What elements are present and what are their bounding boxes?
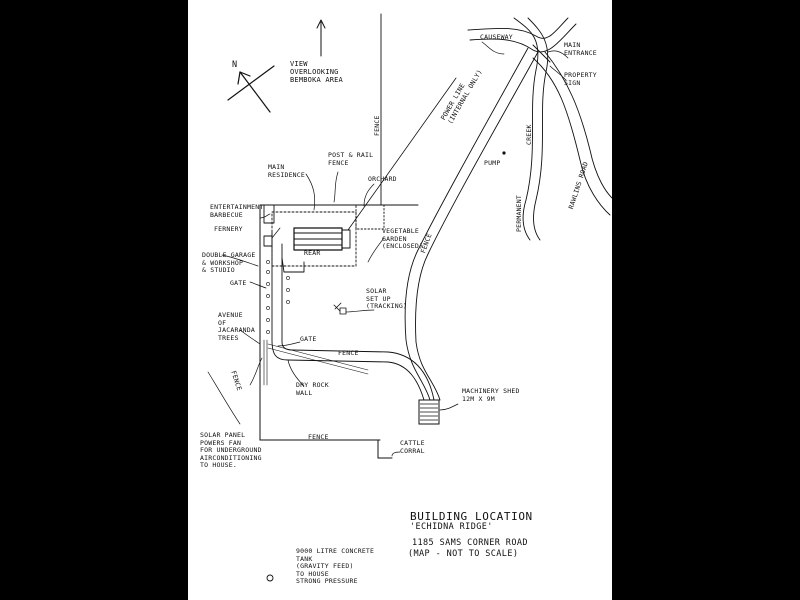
permanent-label: PERMANENT (515, 194, 523, 232)
dry-rock-wall (263, 339, 369, 386)
dry-rock-wall-label: DRY ROCK WALL (296, 381, 329, 397)
post-rail-fence-label: POST & RAIL FENCE (328, 151, 374, 167)
map-sheet: N VIEW OVERLOOKING BEMBOKA AREA FENCE CA… (188, 0, 612, 600)
view-arrow-icon (316, 19, 326, 57)
driveway (271, 47, 539, 401)
fence-middle-label: FENCE (338, 349, 359, 357)
solar-label: SOLAR SET UP (TRACKING) (366, 287, 408, 310)
main-residence-label: MAIN RESIDENCE (268, 163, 306, 179)
machinery-shed (418, 399, 440, 425)
creek (513, 17, 549, 241)
orchard-label: ORCHARD (368, 175, 397, 183)
property-sign-label: PROPERTY SIGN (564, 71, 597, 87)
gate-lower-label: GATE (300, 335, 317, 343)
creek-label: CREEK (525, 124, 533, 145)
title-heading: BUILDING LOCATION (410, 510, 533, 523)
jacaranda-avenue (266, 260, 290, 334)
leader-lines (207, 41, 569, 457)
concrete-tank-icon (266, 574, 274, 582)
site-sketch (207, 13, 612, 582)
tank-note: 9000 LITRE CONCRETE TANK (GRAVITY FEED) … (296, 547, 375, 585)
pump-marker (502, 151, 506, 155)
fence-bottom-label: FENCE (308, 433, 329, 441)
view-label: VIEW OVERLOOKING BEMBOKA AREA (290, 60, 343, 84)
main-residence-footprint (263, 204, 357, 267)
cattle-corral-label: CATTLE CORRAL (400, 439, 425, 455)
fence-top-label: FENCE (373, 115, 381, 136)
north-arrow-icon (227, 65, 275, 113)
rear-label: REAR (304, 249, 321, 257)
property-boundary (259, 204, 419, 459)
gate-upper-label: GATE (230, 279, 247, 287)
main-entrance-road (467, 17, 577, 63)
main-entrance-label: MAIN ENTRANCE (564, 41, 597, 57)
machinery-shed-label: MACHINERY SHED 12M X 9M (462, 387, 520, 403)
avenue-label: AVENUE OF JACARANDA TREES (218, 311, 256, 342)
north-label: N (232, 60, 238, 70)
title-note: (MAP - NOT TO SCALE) (408, 549, 519, 559)
solar-panel-label: SOLAR PANEL POWERS FAN FOR UNDERGROUND A… (200, 431, 262, 469)
double-garage-label: DOUBLE GARAGE & WORKSHOP & STUDIO (202, 251, 256, 274)
causeway-label: CAUSEWAY (480, 33, 513, 41)
vegetable-garden-label: VEGETABLE GARDEN (ENCLOSED) (382, 227, 424, 250)
entertainment-label: ENTERTAINMENT BARBECUE (210, 203, 264, 219)
fernery-label: FERNERY (214, 225, 243, 233)
title-address: 1185 SAMS CORNER ROAD (412, 538, 528, 548)
title-name: 'ECHIDNA RIDGE' (410, 522, 493, 532)
orchard-area (355, 204, 385, 230)
pump-label: PUMP (484, 159, 501, 167)
rawlins-road (532, 51, 612, 216)
solar-tracker-icon (333, 302, 347, 315)
